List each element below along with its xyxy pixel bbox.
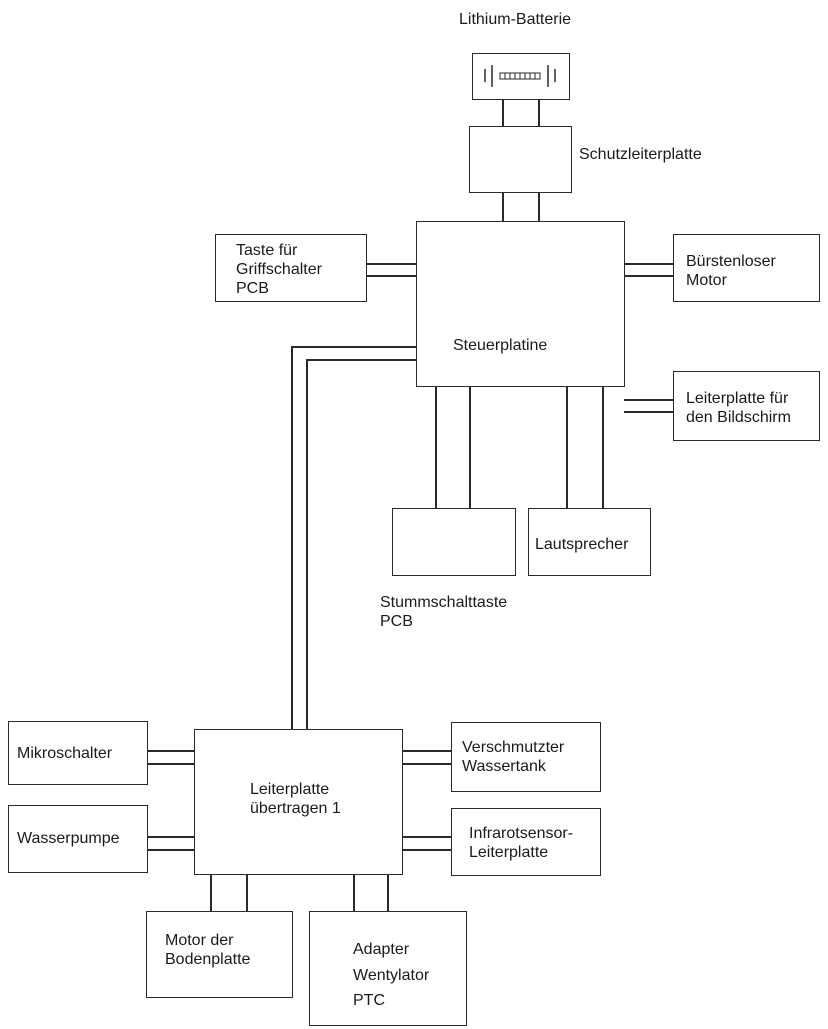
battery-label: Lithium-Batterie (459, 11, 572, 28)
adapter-group-box (309, 911, 467, 1026)
battery-icon (484, 65, 556, 87)
micro-switch-label: Mikroschalter (17, 745, 113, 762)
display-pcb-line1: Leiterplatte für (686, 390, 789, 407)
grip-switch-pcb-box (215, 234, 367, 302)
grip-switch-pcb-line3: PCB (236, 280, 269, 297)
dirty-water-tank-line2: Wassertank (462, 758, 546, 775)
protection-pcb-label: Schutzleiterplatte (579, 146, 702, 163)
water-pump-box (8, 805, 148, 873)
connector-micro-transfer-a (147, 750, 195, 752)
connector-control-display-b (624, 411, 674, 413)
connector-transfer-adapter-b (387, 874, 389, 912)
display-pcb-box (673, 371, 820, 441)
grip-switch-pcb-line2: Griffschalter (236, 261, 322, 278)
battery-box (472, 53, 570, 100)
base-plate-motor-line2: Bodenplatte (165, 951, 251, 968)
mute-button-pcb-line2: PCB (380, 613, 413, 630)
connector-control-mute-a (435, 386, 437, 509)
protection-pcb-box (469, 126, 572, 193)
connector-control-transfer-a-v (291, 346, 293, 730)
brushless-motor-line1: Bürstenloser (686, 253, 776, 270)
connector-battery-protection-a (502, 99, 504, 127)
water-pump-label: Wasserpumpe (17, 830, 120, 847)
dirty-water-tank-line1: Verschmutzter (462, 739, 565, 756)
brushless-motor-line2: Motor (686, 272, 727, 289)
control-board-label: Steuerplatine (453, 337, 548, 354)
connector-transfer-ir-b (402, 849, 452, 851)
grip-switch-pcb-line1: Taste für (236, 242, 298, 259)
connector-pump-transfer-a (147, 836, 195, 838)
connector-transfer-basemotor-b (246, 874, 248, 912)
display-pcb-line2: den Bildschirm (686, 409, 791, 426)
adapter-group-line2: Wentylator (353, 967, 430, 984)
connector-protection-control-a (502, 192, 504, 222)
ir-sensor-pcb-line2: Leiterplatte (469, 844, 549, 861)
mute-button-pcb-line1: Stummschalttaste (380, 594, 508, 611)
ir-sensor-pcb-line1: Infrarotsensor- (469, 825, 574, 842)
transfer-pcb-line2: übertragen 1 (250, 800, 341, 817)
speaker-label: Lautsprecher (535, 536, 629, 553)
speaker-box (528, 508, 651, 576)
connector-transfer-tank-a (402, 750, 452, 752)
connector-protection-control-b (538, 192, 540, 222)
brushless-motor-box (673, 234, 820, 302)
connector-transfer-ir-a (402, 836, 452, 838)
base-plate-motor-line1: Motor der (165, 932, 234, 949)
connector-control-display-a (624, 399, 674, 401)
mute-button-pcb-box (392, 508, 516, 576)
connector-control-transfer-b-h (306, 359, 418, 361)
ir-sensor-pcb-box (451, 808, 601, 876)
connector-control-mute-b (469, 386, 471, 509)
adapter-group-line1: Adapter (353, 941, 410, 958)
dirty-water-tank-box (451, 722, 601, 792)
connector-control-speaker-a (566, 386, 568, 509)
transfer-pcb-line1: Leiterplatte (250, 781, 330, 798)
connector-transfer-basemotor-a (210, 874, 212, 912)
connector-transfer-tank-b (402, 763, 452, 765)
connector-control-motor-b (624, 275, 674, 277)
connector-transfer-adapter-a (353, 874, 355, 912)
transfer-pcb-box (194, 729, 403, 875)
micro-switch-box (8, 721, 148, 785)
connector-control-motor-a (624, 263, 674, 265)
connector-control-speaker-b (602, 386, 604, 509)
connector-grip-control-b (366, 275, 417, 277)
control-board-box (416, 221, 625, 387)
connector-control-transfer-b-v (306, 359, 308, 730)
connector-pump-transfer-b (147, 849, 195, 851)
connector-micro-transfer-b (147, 763, 195, 765)
connector-grip-control-a (366, 263, 417, 265)
base-plate-motor-box (146, 911, 293, 998)
connector-control-transfer-a-h (291, 346, 418, 348)
adapter-group-line3: PTC (353, 992, 385, 1009)
connector-battery-protection-b (538, 99, 540, 127)
